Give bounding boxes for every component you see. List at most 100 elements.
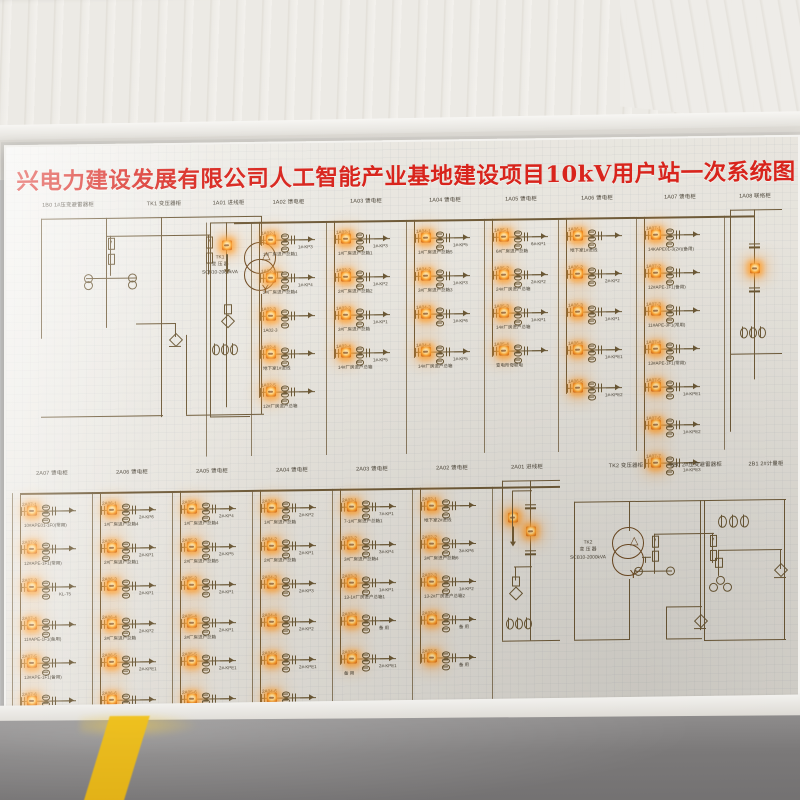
breaker-indicator-lamp[interactable] xyxy=(427,538,437,549)
breaker-indicator-lamp[interactable] xyxy=(499,345,509,356)
breaker-indicator-lamp[interactable] xyxy=(267,654,277,665)
breaker-indicator-lamp[interactable] xyxy=(341,271,351,282)
breaker-indicator-lamp[interactable] xyxy=(427,652,437,663)
breaker-indicator-lamp[interactable] xyxy=(421,346,431,357)
tie-breaker-lamp[interactable] xyxy=(750,263,760,273)
breaker-indicator-lamp[interactable] xyxy=(427,500,437,511)
breaker-indicator-lamp[interactable] xyxy=(347,577,357,588)
breaker-indicator-lamp[interactable] xyxy=(27,695,37,706)
breaker-indicator-lamp[interactable] xyxy=(573,268,583,279)
breaker-indicator-lamp[interactable] xyxy=(651,229,661,240)
breaker-indicator-lamp[interactable] xyxy=(267,540,277,551)
breaker-indicator-lamp[interactable] xyxy=(651,305,661,316)
breaker-indicator-lamp[interactable] xyxy=(651,419,661,430)
breaker-indicator-lamp[interactable] xyxy=(651,381,661,392)
breaker-indicator-lamp[interactable] xyxy=(573,382,583,393)
breaker-indicator-lamp[interactable] xyxy=(341,309,351,320)
breaker-indicator-lamp[interactable] xyxy=(27,619,37,630)
breaker-indicator-lamp[interactable] xyxy=(27,657,37,668)
breaker-indicator-lamp[interactable] xyxy=(267,502,277,513)
breaker-indicator-lamp[interactable] xyxy=(267,578,277,589)
breaker-indicator-lamp[interactable] xyxy=(427,576,437,587)
breaker-indicator-lamp[interactable] xyxy=(266,386,276,397)
breaker-indicator-lamp[interactable] xyxy=(573,230,583,241)
breaker-indicator-lamp[interactable] xyxy=(499,307,509,318)
breaker-indicator-lamp[interactable] xyxy=(421,308,431,319)
breaker-indicator-lamp[interactable] xyxy=(499,231,509,242)
breaker-indicator-lamp[interactable] xyxy=(107,580,117,591)
breaker-indicator-lamp[interactable] xyxy=(266,310,276,321)
breaker-indicator-lamp[interactable] xyxy=(427,614,437,625)
breaker-indicator-lamp[interactable] xyxy=(107,618,117,629)
breaker-indicator-lamp[interactable] xyxy=(341,347,351,358)
breaker-indicator-lamp[interactable] xyxy=(573,344,583,355)
incoming-breaker-lamp[interactable] xyxy=(222,240,232,250)
breaker-indicator-lamp[interactable] xyxy=(266,234,276,245)
breaker-indicator-lamp[interactable] xyxy=(499,269,509,280)
breaker-indicator-lamp[interactable] xyxy=(267,616,277,627)
breaker-indicator-lamp[interactable] xyxy=(347,501,357,512)
breaker-indicator-lamp[interactable] xyxy=(27,505,37,516)
incoming-breaker-lamp[interactable] xyxy=(526,526,536,536)
breaker-indicator-lamp[interactable] xyxy=(347,653,357,664)
breaker-indicator-lamp[interactable] xyxy=(107,656,117,667)
breaker-indicator-lamp[interactable] xyxy=(187,617,197,628)
breaker-indicator-lamp[interactable] xyxy=(107,542,117,553)
breaker-indicator-lamp[interactable] xyxy=(651,343,661,354)
breaker-indicator-lamp[interactable] xyxy=(187,655,197,666)
breaker-indicator-lamp[interactable] xyxy=(347,539,357,550)
breaker-indicator-lamp[interactable] xyxy=(187,579,197,590)
breaker-indicator-lamp[interactable] xyxy=(266,272,276,283)
breaker-indicator-lamp[interactable] xyxy=(421,232,431,243)
breaker-indicator-lamp[interactable] xyxy=(27,543,37,554)
breaker-indicator-lamp[interactable] xyxy=(27,581,37,592)
breaker-indicator-lamp[interactable] xyxy=(187,503,197,514)
breaker-indicator-lamp[interactable] xyxy=(107,504,117,515)
breaker-indicator-lamp[interactable] xyxy=(187,541,197,552)
